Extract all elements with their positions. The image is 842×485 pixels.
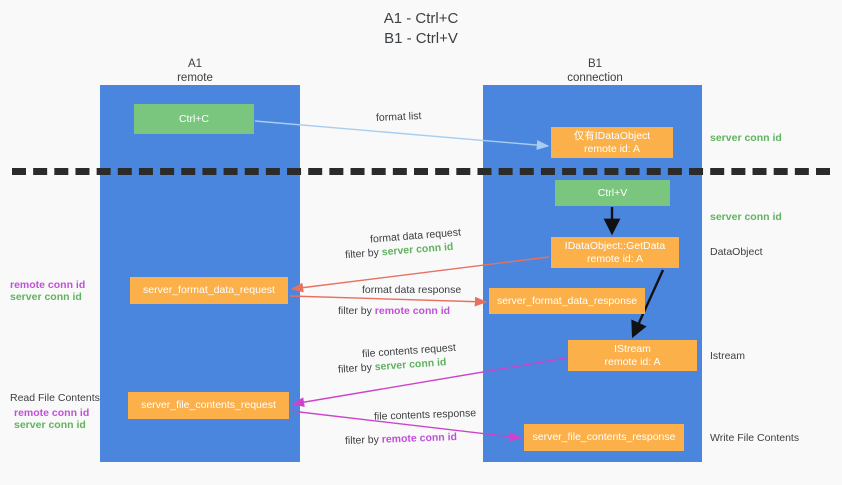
- box-server-file-contents-request-label: server_file_contents_request: [141, 399, 276, 412]
- edge-label-format-data-response-text: format data response: [362, 284, 462, 296]
- column-header-a1: A1 remote: [115, 58, 275, 85]
- box-istream-line2: remote id: A: [604, 355, 661, 368]
- box-server-format-data-response-label: server_format_data_response: [496, 294, 638, 307]
- box-server-file-contents-request[interactable]: server_file_contents_request: [128, 392, 289, 419]
- dashed-divider: [12, 168, 830, 175]
- box-ctrl-v-label: Ctrl+V: [597, 186, 628, 199]
- filter-prefix: filter by: [344, 246, 383, 262]
- box-idataobject-top-line1: 仅有IDataObject: [573, 130, 651, 142]
- box-server-format-data-request-label: server_format_data_request: [143, 284, 275, 297]
- box-server-file-contents-response[interactable]: server_file_contents_response: [524, 424, 684, 451]
- filter-prefix: filter by: [338, 305, 375, 317]
- edge-label-format-data-response-filter: filter by remote conn id: [338, 305, 450, 318]
- box-server-format-data-response[interactable]: server_format_data_response: [489, 288, 645, 314]
- box-server-file-contents-response-label: server_file_contents_response: [532, 431, 676, 444]
- box-server-format-data-request[interactable]: server_format_data_request: [130, 277, 288, 304]
- annotation-write-file-contents: Write File Contents: [710, 432, 800, 444]
- title-line-2: B1 - Ctrl+V: [384, 30, 458, 47]
- box-istream[interactable]: IStream remote id: A: [568, 340, 697, 371]
- filter-prefix: filter by: [344, 433, 382, 447]
- box-idataobject-getdata[interactable]: IDataObject::GetData remote id: A: [551, 237, 679, 268]
- edge-label-format-data-response: format data response: [362, 284, 461, 297]
- column-header-b1-name: B1: [587, 58, 603, 70]
- box-istream-line1: IStream: [614, 343, 651, 355]
- filter-key-remote-conn-id: remote conn id: [374, 305, 451, 317]
- annotation-server-conn-id-top: server conn id: [710, 132, 782, 144]
- filter-prefix: filter by: [337, 361, 376, 376]
- annotation-server-conn-id-mid: server conn id: [710, 211, 782, 223]
- box-ctrl-v[interactable]: Ctrl+V: [555, 180, 670, 206]
- edge-label-file-contents-response: file contents response: [374, 407, 477, 424]
- edge-label-format-list: format list: [376, 110, 422, 125]
- box-ctrl-c[interactable]: Ctrl+C: [134, 104, 254, 134]
- box-getdata-line1: IDataObject::GetData: [564, 240, 666, 252]
- box-idataobject-top[interactable]: 仅有IDataObject remote id: A: [551, 127, 673, 158]
- annotation-dataobject: DataObject: [710, 246, 763, 258]
- edge-label-format-list-text: format list: [375, 110, 422, 124]
- edge-label-file-contents-response-filter: filter by remote conn id: [345, 431, 457, 448]
- column-header-a1-sub: remote: [177, 71, 213, 84]
- edge-label-file-contents-request-filter: filter by server conn id: [338, 356, 447, 377]
- annotation-left-server-conn-id-1: server conn id: [10, 291, 82, 303]
- annotation-left-server-conn-id-2: server conn id: [14, 419, 86, 431]
- column-header-b1: B1 connection: [515, 58, 675, 85]
- edge-label-format-data-request-filter: filter by server conn id: [345, 241, 454, 262]
- diagram-title: A1 - Ctrl+C B1 - Ctrl+V: [0, 9, 842, 49]
- column-header-a1-name: A1: [187, 58, 203, 70]
- annotation-left-remote-conn-id-1: remote conn id: [10, 279, 86, 291]
- filter-key-remote-conn-id: remote conn id: [381, 431, 458, 446]
- annotation-read-file-contents: Read File Contents: [10, 392, 100, 404]
- edge-label-file-contents-response-text: file contents response: [373, 407, 477, 423]
- box-getdata-line2: remote id: A: [586, 252, 644, 265]
- title-line-1: A1 - Ctrl+C: [383, 10, 459, 27]
- annotation-istream: Istream: [710, 350, 746, 362]
- column-header-b1-sub: connection: [567, 71, 623, 84]
- box-idataobject-top-line2: remote id: A: [583, 142, 641, 155]
- box-ctrl-c-label: Ctrl+C: [178, 112, 210, 125]
- annotation-left-remote-conn-id-2: remote conn id: [14, 407, 90, 419]
